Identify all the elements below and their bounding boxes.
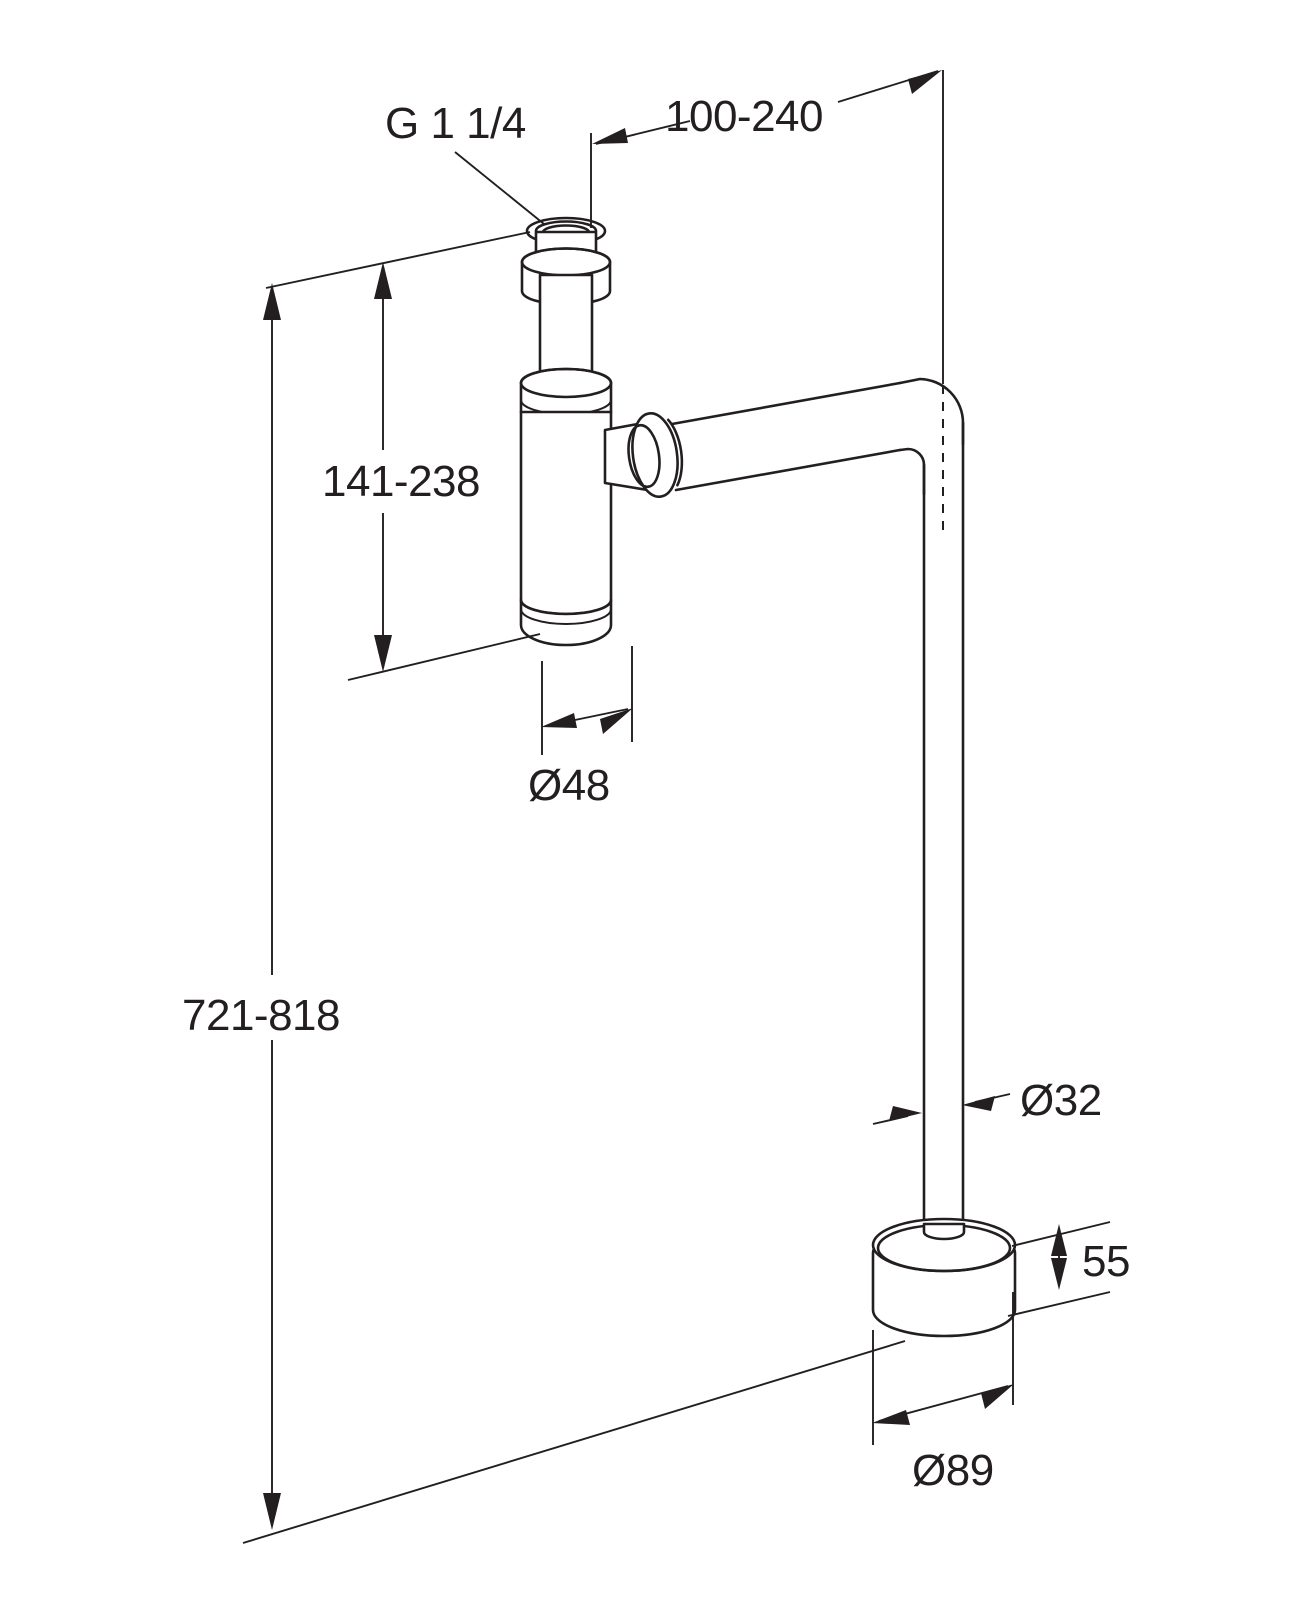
trap-body-bottom-cup <box>519 598 613 647</box>
floor-escutcheon <box>871 1217 1017 1338</box>
arrow-up <box>1051 1224 1067 1256</box>
dimension-annotations: G 1 1/4 100-240 141-238 <box>182 70 1130 1544</box>
dim-body-diameter: Ø48 <box>528 646 633 810</box>
arrow-left <box>962 1096 995 1111</box>
arrow-down <box>263 1493 281 1530</box>
arrow-up <box>263 283 281 320</box>
vertical-drop-pipe <box>922 421 965 1226</box>
dim-escutcheon-height-label: 55 <box>1082 1237 1130 1286</box>
dim-outlet-diameter-label: Ø32 <box>1020 1076 1102 1125</box>
dim-total-height-label: 721-818 <box>182 991 340 1040</box>
dim-escutcheon-height: 55 <box>1007 1221 1130 1317</box>
arrow-right <box>889 1106 922 1121</box>
dim-body-diameter-label: Ø48 <box>528 761 610 810</box>
dim-escutcheon-diameter-label: Ø89 <box>912 1446 994 1495</box>
dim-inlet-height-label: 141-238 <box>322 457 480 506</box>
arrow-left <box>541 713 577 728</box>
horizontal-outlet-pipe <box>670 381 902 492</box>
dim-escutcheon-diameter: Ø89 <box>872 1292 1014 1495</box>
dim-projection-label: 100-240 <box>665 92 823 141</box>
product-geometry <box>519 216 1017 1338</box>
dim-outlet-diameter: Ø32 <box>872 1076 1102 1125</box>
dim-thread-spec-label: G 1 1/4 <box>385 99 526 148</box>
dim-projection: 100-240 <box>590 70 944 384</box>
arrow-down <box>1051 1258 1067 1290</box>
pipe-elbow-bend <box>898 377 965 496</box>
outlet-connection-nut <box>603 411 684 499</box>
trap-body-cylinder <box>519 410 613 616</box>
arrow-left <box>872 1410 910 1425</box>
arrow-right <box>981 1384 1014 1409</box>
arrow-down <box>374 635 392 672</box>
arrow-up <box>374 262 392 299</box>
dim-inlet-height: 141-238 <box>265 231 541 681</box>
arrow-right <box>908 70 942 94</box>
dim-thread-spec: G 1 1/4 <box>385 99 545 225</box>
arrow-left <box>592 128 628 144</box>
dim-total-height: 721-818 <box>182 283 906 1544</box>
arrow-right <box>600 708 633 734</box>
